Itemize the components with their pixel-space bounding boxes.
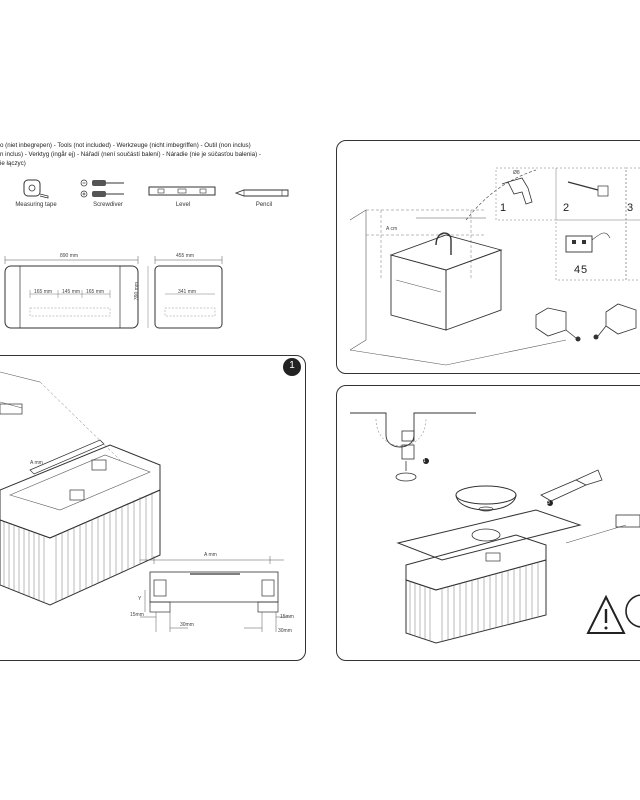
level-icon [148, 186, 216, 196]
wall-step-5: 5 [581, 264, 588, 276]
screwdriver-icon [80, 179, 124, 198]
tool-label-measuring-tape: Measuring tape [15, 202, 57, 208]
tool-label-pencil: Pencil [255, 202, 273, 208]
wall-step-1: 1 [500, 202, 507, 214]
wall-mounting-illustration [349, 167, 640, 366]
wall-step-2: 2 [563, 202, 570, 214]
tools-header-line-3: ie łączyc) [0, 160, 26, 167]
step-1-number: 1 [289, 360, 295, 371]
step-1-badge [283, 358, 301, 376]
dim-side-depth: 455 mm [176, 253, 195, 259]
wall-step-3: 3 [627, 202, 634, 214]
tool-label-screwdriver: Screwdiver [93, 202, 123, 208]
dim-inner-left: 165 mm [34, 289, 53, 295]
tool-label-level: Level [175, 202, 191, 208]
measuring-tape-icon [23, 179, 49, 199]
wall-mounting-panel [336, 140, 640, 374]
wall-a-label: A cm [386, 226, 398, 232]
step-gap-30-left: 30mm [180, 622, 194, 628]
tools-header-line-1: o (niet inbegrepen) - Tools (not include… [0, 142, 251, 149]
step-gap-30-right: 30mm [278, 628, 292, 634]
step-1-panel [0, 355, 306, 661]
wall-step-4: 4 [574, 264, 581, 276]
drill-size-label: Ø8 [513, 170, 520, 176]
dim-inner-mid: 145 mm [62, 289, 81, 295]
dim-inner-right: 165 mm [86, 289, 105, 295]
dim-height: 390 mm [134, 281, 140, 300]
pencil-icon [234, 189, 289, 197]
step-gap-15-right: 15mm [280, 614, 294, 620]
sink-assembly-illustration [350, 412, 640, 644]
tools-header-line-2: n inclus) - Verktyg (ingår ej) - Nářadí … [0, 151, 261, 158]
assembly-callout-3: 3 [547, 500, 550, 506]
step-gap-15-left: 15mm [130, 612, 144, 618]
dimension-drawing [4, 256, 223, 329]
dim-inner-depth: 341 mm [178, 289, 197, 295]
step-a-mm-small: A mm [30, 460, 43, 466]
dim-front-width: 890 mm [60, 253, 79, 259]
step-offset-y: Y [138, 596, 142, 602]
step-a-mm: A mm [204, 552, 217, 558]
sink-assembly-panel [336, 385, 640, 661]
assembly-callout-1: 1 [423, 458, 426, 464]
cabinet-mounting-illustration [0, 371, 290, 632]
